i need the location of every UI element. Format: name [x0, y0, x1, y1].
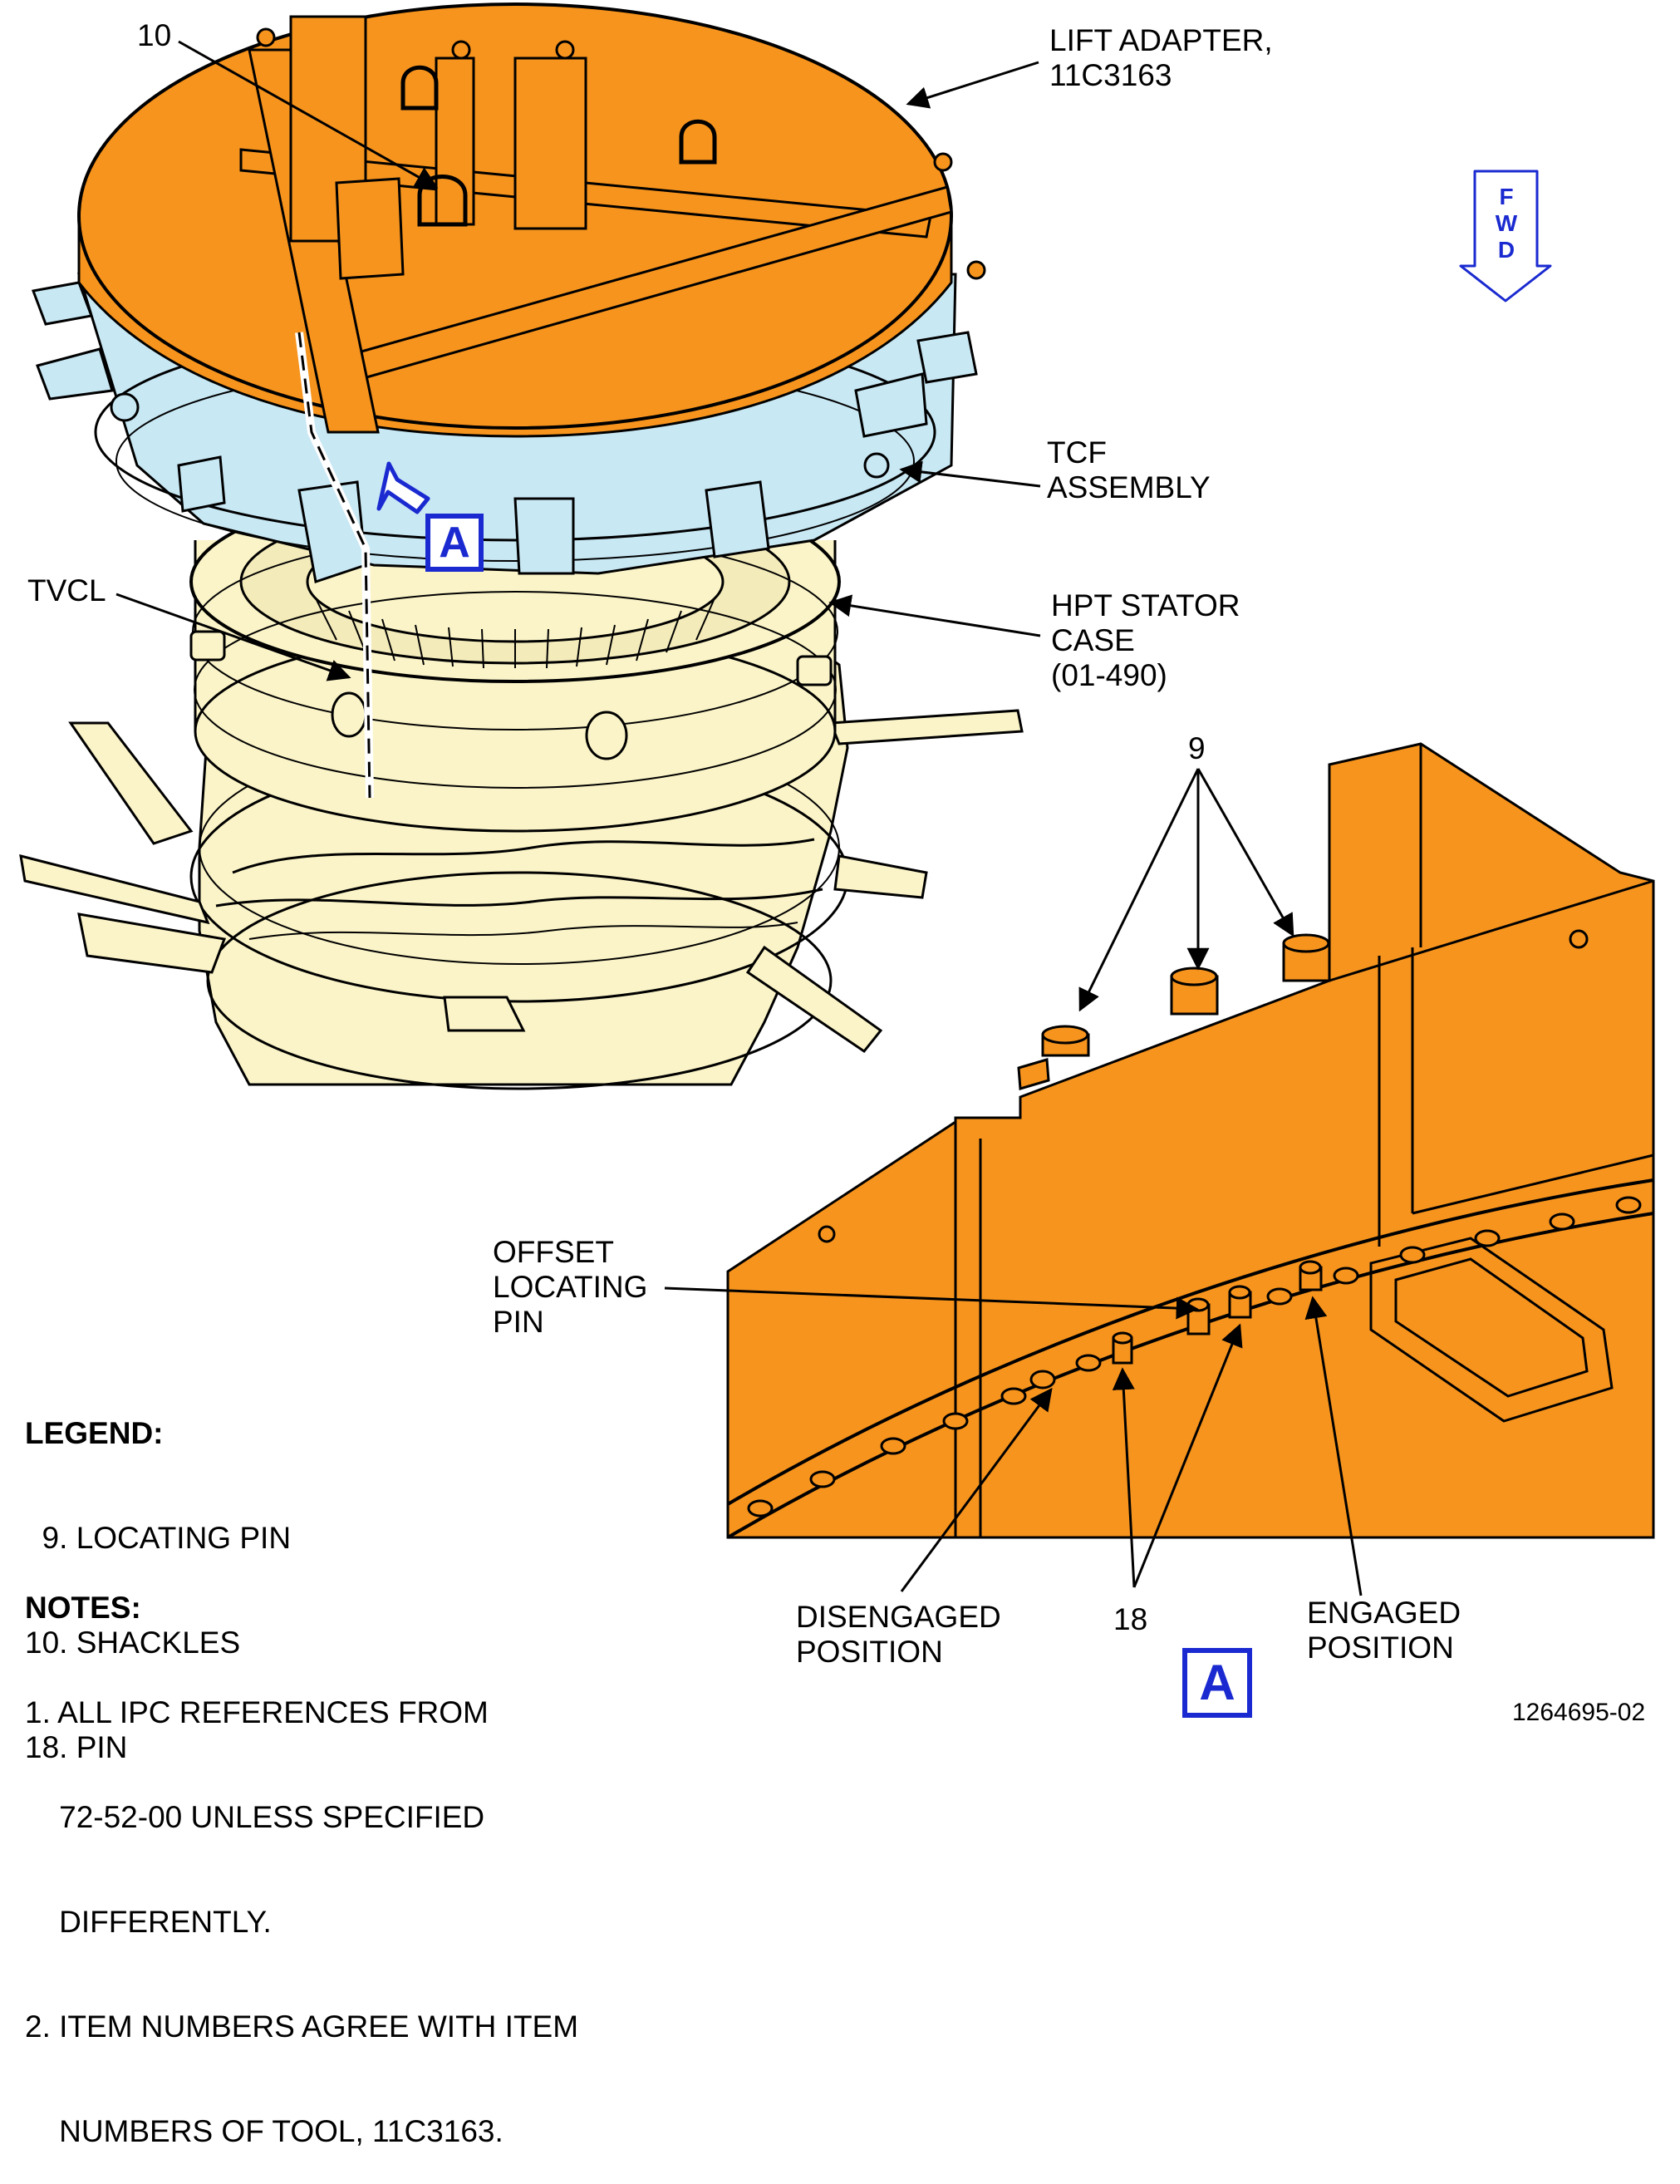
offset-locating-pin-line-3: PIN [493, 1305, 544, 1339]
fwd-arrow [1459, 170, 1552, 303]
disengaged-position-label: DISENGAGED POSITION [796, 1600, 1001, 1670]
shackle-item-number: 10 [137, 18, 172, 52]
leader-engaged [1304, 1296, 1363, 1596]
offset-locating-pin-line-1: OFFSET [493, 1235, 614, 1269]
leader-locating-pin-3 [1196, 768, 1294, 937]
leader-tcf-assembly [899, 460, 1041, 488]
leader-hpt-stator-case [828, 594, 1041, 637]
disengaged-line-2: POSITION [796, 1635, 943, 1669]
engaged-line-2: POSITION [1307, 1631, 1454, 1665]
legend-title: LEGEND: [25, 1416, 164, 1450]
notes-block: NOTES: 1. ALL IPC REFERENCES FROM 72-52-… [25, 1521, 578, 2184]
pin-item-number: 18 [1113, 1602, 1148, 1636]
illustration-canvas [19, 2, 1655, 1596]
leader-pin-18b [1132, 1323, 1243, 1588]
tvcl-label: TVCL [27, 573, 106, 607]
legend-item: 9. LOCATING PIN [25, 1521, 292, 1555]
tcf-assembly-label: TCF ASSEMBLY [1047, 435, 1211, 505]
offset-locating-pin-label: OFFSET LOCATING PIN [493, 1235, 647, 1340]
tcf-assembly-line-1: TCF [1047, 435, 1107, 470]
lift-adapter-line-1: LIFT ADAPTER, [1049, 23, 1273, 57]
leader-lines [115, 40, 1363, 1596]
note-line: DIFFERENTLY. [25, 1905, 272, 1939]
note-line: 1. ALL IPC REFERENCES FROM [25, 1695, 489, 1729]
leader-shackle [178, 40, 439, 189]
lift-adapter-label: LIFT ADAPTER, 11C3163 [1049, 23, 1273, 93]
hpt-stator-case-label: HPT STATOR CASE (01-490) [1051, 588, 1240, 693]
note-line: 2. ITEM NUMBERS AGREE WITH ITEM [25, 2009, 579, 2044]
legend-item: 10. SHACKLES [25, 1626, 241, 1660]
leader-lift-adapter [906, 61, 1039, 109]
hpt-stator-case-line-3: (01-490) [1051, 658, 1167, 692]
view-a-detail-box: A [1182, 1648, 1252, 1718]
engaged-line-1: ENGAGED [1307, 1596, 1461, 1630]
fwd-letter-d: D [1497, 237, 1515, 263]
leader-tvcl [115, 593, 351, 681]
lift-adapter-line-2: 11C3163 [1049, 58, 1172, 92]
tcf-assembly-line-2: ASSEMBLY [1047, 470, 1211, 504]
hpt-stator-case-line-1: HPT STATOR [1051, 588, 1240, 622]
notes-title: NOTES: [25, 1591, 141, 1625]
view-a-callout-box: A [425, 514, 484, 572]
leader-pin-18a [1112, 1367, 1136, 1588]
figure-id: 1264695-02 [1512, 1699, 1646, 1726]
fwd-letter-w: W [1495, 210, 1518, 236]
fwd-letter-f: F [1499, 184, 1514, 209]
offset-locating-pin-line-2: LOCATING [493, 1270, 648, 1304]
hpt-stator-case-line-2: CASE [1051, 623, 1135, 657]
locating-pin-item-number: 9 [1188, 731, 1206, 765]
engaged-position-label: ENGAGED POSITION [1307, 1596, 1461, 1665]
leader-disengaged [900, 1387, 1053, 1592]
lift-adapter-drawing [77, 2, 986, 438]
detail-view-a-drawing [726, 742, 1655, 1539]
disengaged-line-1: DISENGAGED [796, 1600, 1001, 1634]
leader-locating-pin-1 [1078, 768, 1200, 1012]
note-line: NUMBERS OF TOOL, 11C3163. [25, 2114, 504, 2148]
leader-offset-locating-pin [664, 1286, 1199, 1320]
note-line: 72-52-00 UNLESS SPECIFIED [25, 1800, 485, 1834]
view-a-pointer-arrow [376, 461, 430, 514]
